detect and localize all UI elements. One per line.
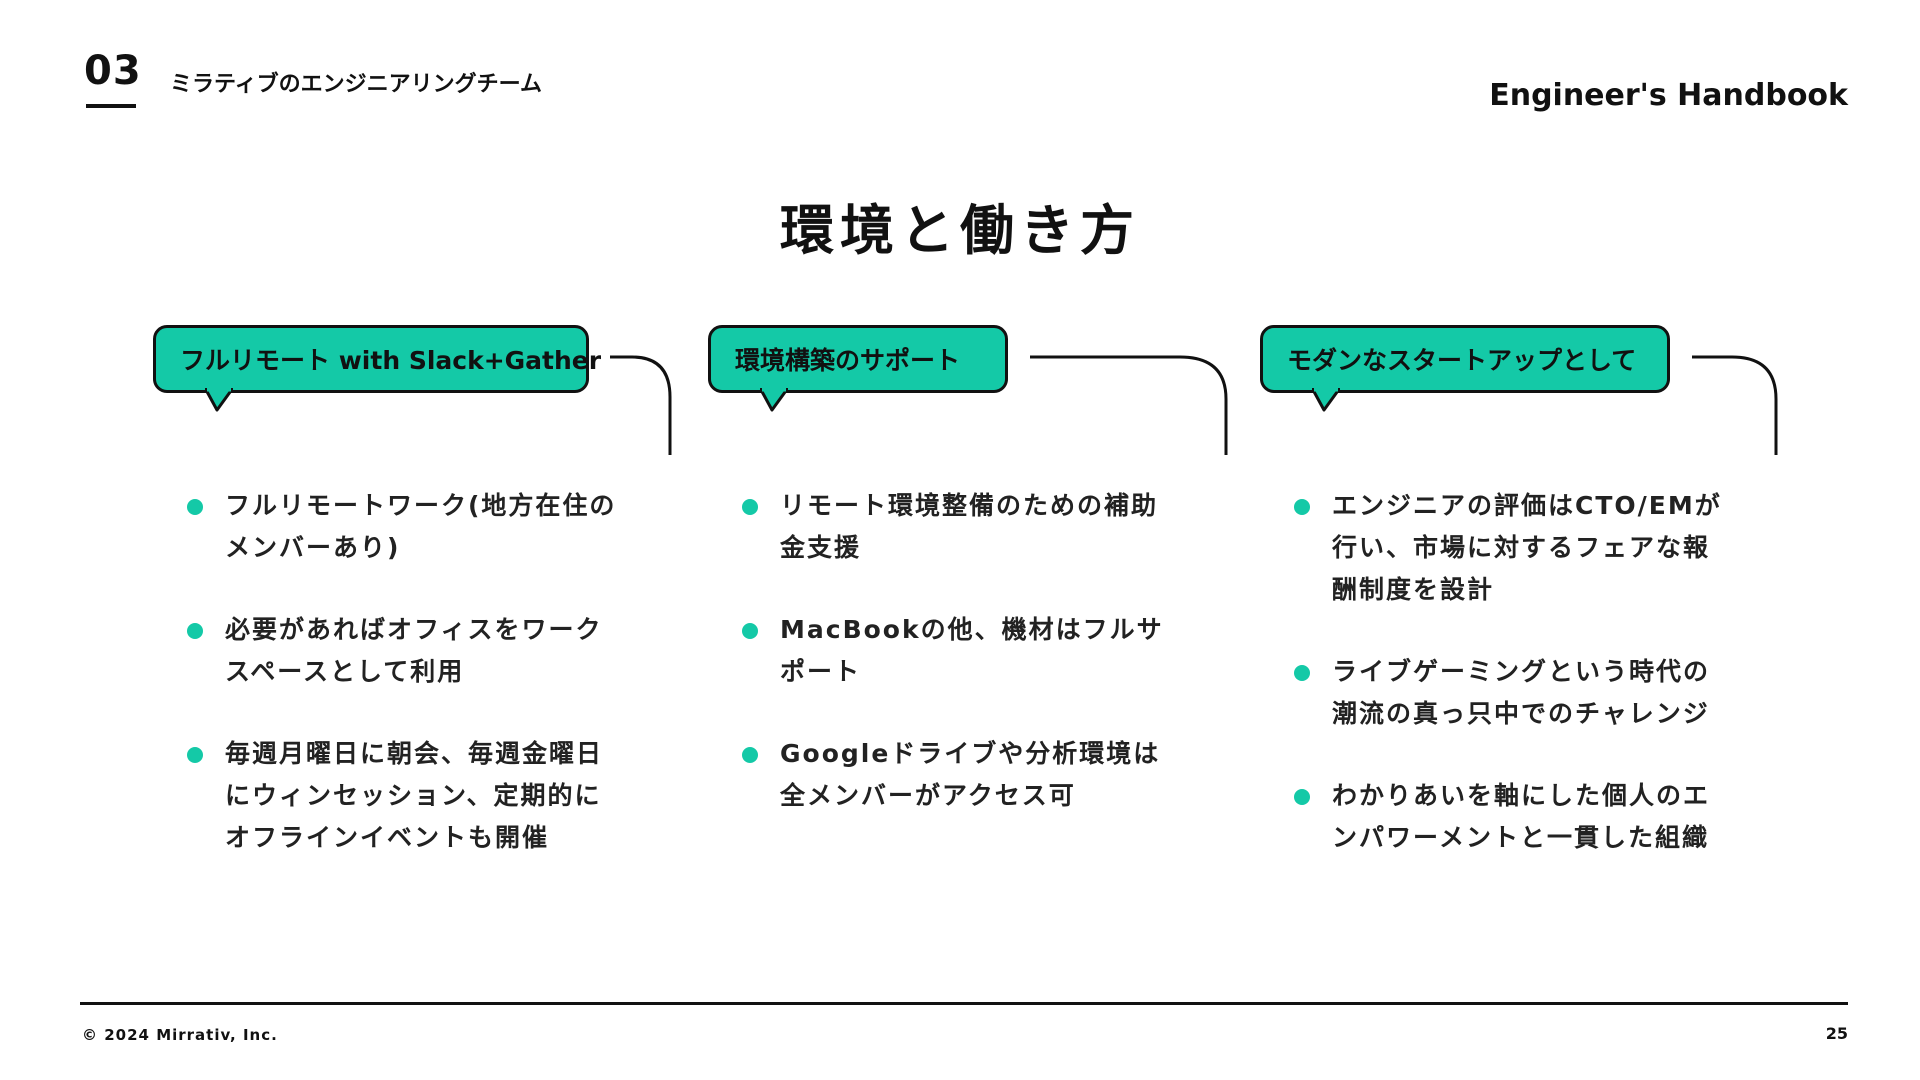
page-title: 環境と働き方: [780, 199, 1140, 262]
bubble-heading: モダンなスタートアップとして: [1287, 346, 1637, 375]
list-item-text: わかりあいを軸にした個人のエンパワーメントと一貫した組織: [1332, 781, 1711, 852]
connector-line-icon: [1692, 355, 1778, 455]
bullet-dot-icon: [742, 499, 758, 515]
list-item: わかりあいを軸にした個人のエンパワーメントと一貫した組織: [1294, 775, 1734, 859]
list-item-text: フルリモートワーク(地方在住のメンバーあり): [225, 491, 617, 562]
bubble-heading: 環境構築のサポート: [735, 346, 961, 375]
list-item-text: エンジニアの評価はCTO/EMが行い、市場に対するフェアな報酬制度を設計: [1332, 491, 1722, 604]
section-number: 03: [84, 48, 142, 94]
list-item-text: Googleドライブや分析環境は全メンバーがアクセス可: [780, 739, 1161, 810]
column-remote: フルリモート with Slack+Gather フルリモートワーク(地方在住の…: [153, 325, 673, 885]
list-item-text: 毎週月曜日に朝会、毎週金曜日にウィンセッション、定期的にオフラインイベントも開催: [225, 739, 604, 852]
bullet-dot-icon: [187, 623, 203, 639]
list-item-text: 必要があればオフィスをワークスペースとして利用: [225, 615, 603, 686]
list-item: 必要があればオフィスをワークスペースとして利用: [187, 609, 627, 693]
list-item: 毎週月曜日に朝会、毎週金曜日にウィンセッション、定期的にオフラインイベントも開催: [187, 733, 627, 859]
list-item: Googleドライブや分析環境は全メンバーがアクセス可: [742, 733, 1182, 817]
column-startup: モダンなスタートアップとして エンジニアの評価はCTO/EMが行い、市場に対する…: [1260, 325, 1780, 885]
list-item: リモート環境整備のための補助金支援: [742, 485, 1182, 569]
list-item: フルリモートワーク(地方在住のメンバーあり): [187, 485, 627, 569]
brand-title: Engineer's Handbook: [1489, 78, 1848, 113]
speech-bubble: モダンなスタートアップとして: [1260, 325, 1670, 393]
bubble-tail-icon: [1312, 388, 1340, 412]
copyright: © 2024 Mirrativ, Inc.: [82, 1026, 278, 1044]
bubble-heading: フルリモート with Slack+Gather: [180, 346, 602, 375]
column-environment: 環境構築のサポート リモート環境整備のための補助金支援 MacBookの他、機材…: [708, 325, 1228, 885]
feature-list: フルリモートワーク(地方在住のメンバーあり) 必要があればオフィスをワークスペー…: [187, 485, 627, 899]
speech-bubble: 環境構築のサポート: [708, 325, 1008, 393]
bullet-dot-icon: [1294, 499, 1310, 515]
connector-line-icon: [610, 355, 672, 455]
list-item: エンジニアの評価はCTO/EMが行い、市場に対するフェアな報酬制度を設計: [1294, 485, 1734, 611]
connector-line-icon: [1030, 355, 1228, 455]
feature-list: リモート環境整備のための補助金支援 MacBookの他、機材はフルサポート Go…: [742, 485, 1182, 857]
list-item-text: MacBookの他、機材はフルサポート: [780, 615, 1164, 686]
bubble-tail-icon: [760, 388, 788, 412]
bullet-dot-icon: [1294, 665, 1310, 681]
list-item-text: リモート環境整備のための補助金支援: [780, 491, 1159, 562]
section-title: ミラティブのエンジニアリングチーム: [170, 72, 543, 97]
bullet-dot-icon: [1294, 789, 1310, 805]
feature-list: エンジニアの評価はCTO/EMが行い、市場に対するフェアな報酬制度を設計 ライブ…: [1294, 485, 1734, 899]
bullet-dot-icon: [742, 623, 758, 639]
list-item: MacBookの他、機材はフルサポート: [742, 609, 1182, 693]
bubble-tail-icon: [205, 388, 233, 412]
page-number: 25: [1825, 1024, 1848, 1043]
footer-divider: [80, 1002, 1848, 1005]
bullet-dot-icon: [742, 747, 758, 763]
list-item-text: ライブゲーミングという時代の潮流の真っ只中でのチャレンジ: [1332, 657, 1711, 728]
speech-bubble: フルリモート with Slack+Gather: [153, 325, 601, 393]
list-item: ライブゲーミングという時代の潮流の真っ只中でのチャレンジ: [1294, 651, 1734, 735]
bullet-dot-icon: [187, 499, 203, 515]
bullet-dot-icon: [187, 747, 203, 763]
section-underline: [86, 104, 136, 108]
